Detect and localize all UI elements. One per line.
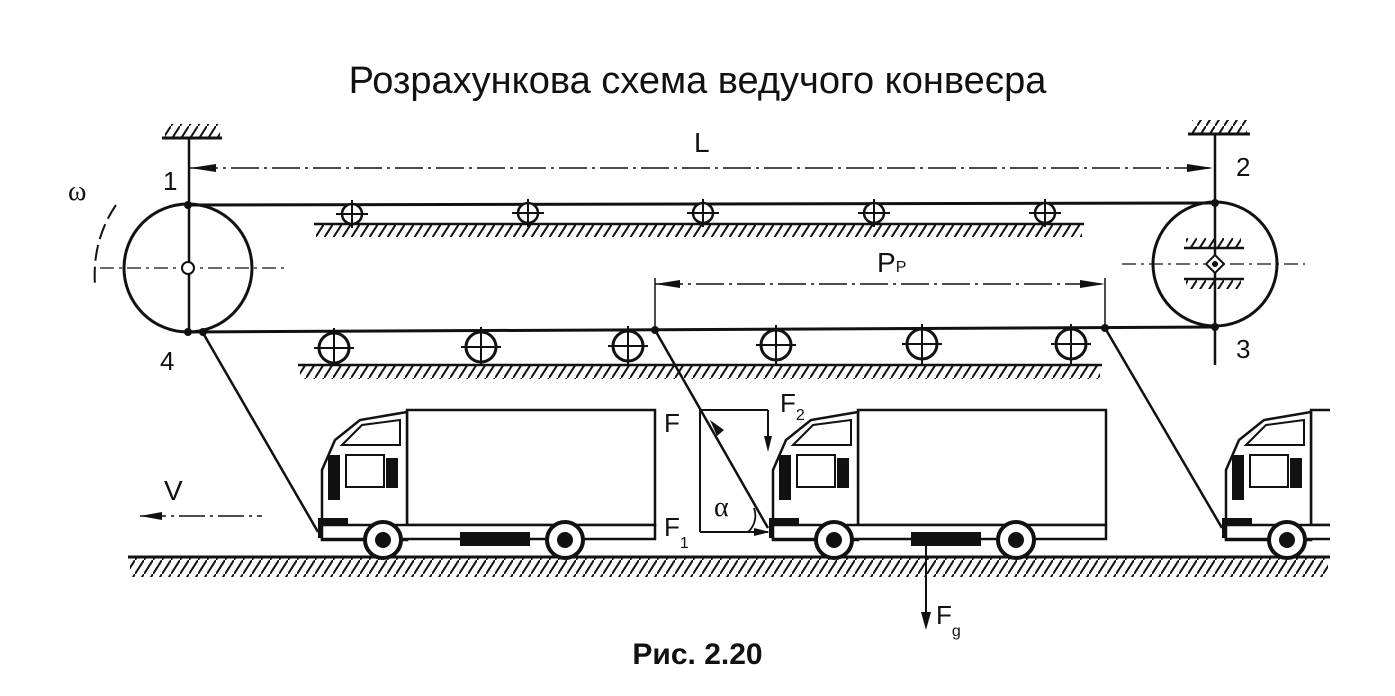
roller: [687, 199, 719, 227]
point-3-label: 3: [1236, 334, 1250, 364]
velocity-arrow: [140, 512, 262, 520]
figure-caption: Рис. 2.20: [632, 638, 763, 671]
force-f-label: F: [664, 408, 680, 438]
length-dimension: [190, 164, 1213, 172]
lower-rollers: [314, 324, 1091, 366]
upper-rollers: [336, 199, 1061, 228]
alpha-label: α: [714, 492, 729, 523]
force-f1-main: F: [664, 512, 680, 542]
roller: [336, 200, 368, 228]
roller: [512, 199, 544, 227]
length-label: L: [694, 127, 710, 158]
roller: [1051, 324, 1091, 366]
roller: [902, 324, 942, 366]
tow-ropes: [201, 327, 1224, 533]
pitch-label: PР: [877, 247, 906, 278]
force-decomposition: [699, 409, 772, 536]
force-f1-label: F1: [664, 512, 689, 552]
roller: [314, 328, 354, 366]
tension-wheel: [1122, 200, 1305, 328]
force-fg-main: F: [936, 600, 952, 630]
force-f2-label: F2: [780, 388, 805, 424]
roller: [461, 327, 501, 366]
force-f2-main: F: [780, 388, 796, 418]
truck: [318, 408, 657, 560]
point-4-label: 4: [160, 346, 174, 376]
pitch-main: P: [877, 247, 896, 278]
force-fg-sub: g: [952, 623, 961, 640]
point-1-label: 1: [163, 166, 177, 196]
force-fg-label: Fg: [936, 600, 961, 640]
roller: [756, 325, 796, 366]
roller: [1029, 199, 1061, 227]
truck: [769, 408, 1108, 560]
lower-rail: [298, 363, 1102, 379]
left-ceiling-mount: [162, 124, 222, 330]
truck: [1222, 408, 1330, 560]
ground: [128, 555, 1330, 577]
diagram-title: Розрахункова схема ведучого конвеєра: [348, 60, 1047, 102]
omega-label: ω: [68, 176, 86, 207]
velocity-label: V: [164, 475, 183, 506]
roller: [608, 326, 648, 366]
point-2-label: 2: [1236, 152, 1250, 182]
pitch-dimension: [651, 278, 1109, 334]
pitch-sub: Р: [896, 259, 907, 276]
force-f2-sub: 2: [796, 407, 805, 424]
roller: [858, 199, 890, 227]
force-f1-sub: 1: [680, 535, 689, 552]
upper-rail: [314, 222, 1084, 237]
